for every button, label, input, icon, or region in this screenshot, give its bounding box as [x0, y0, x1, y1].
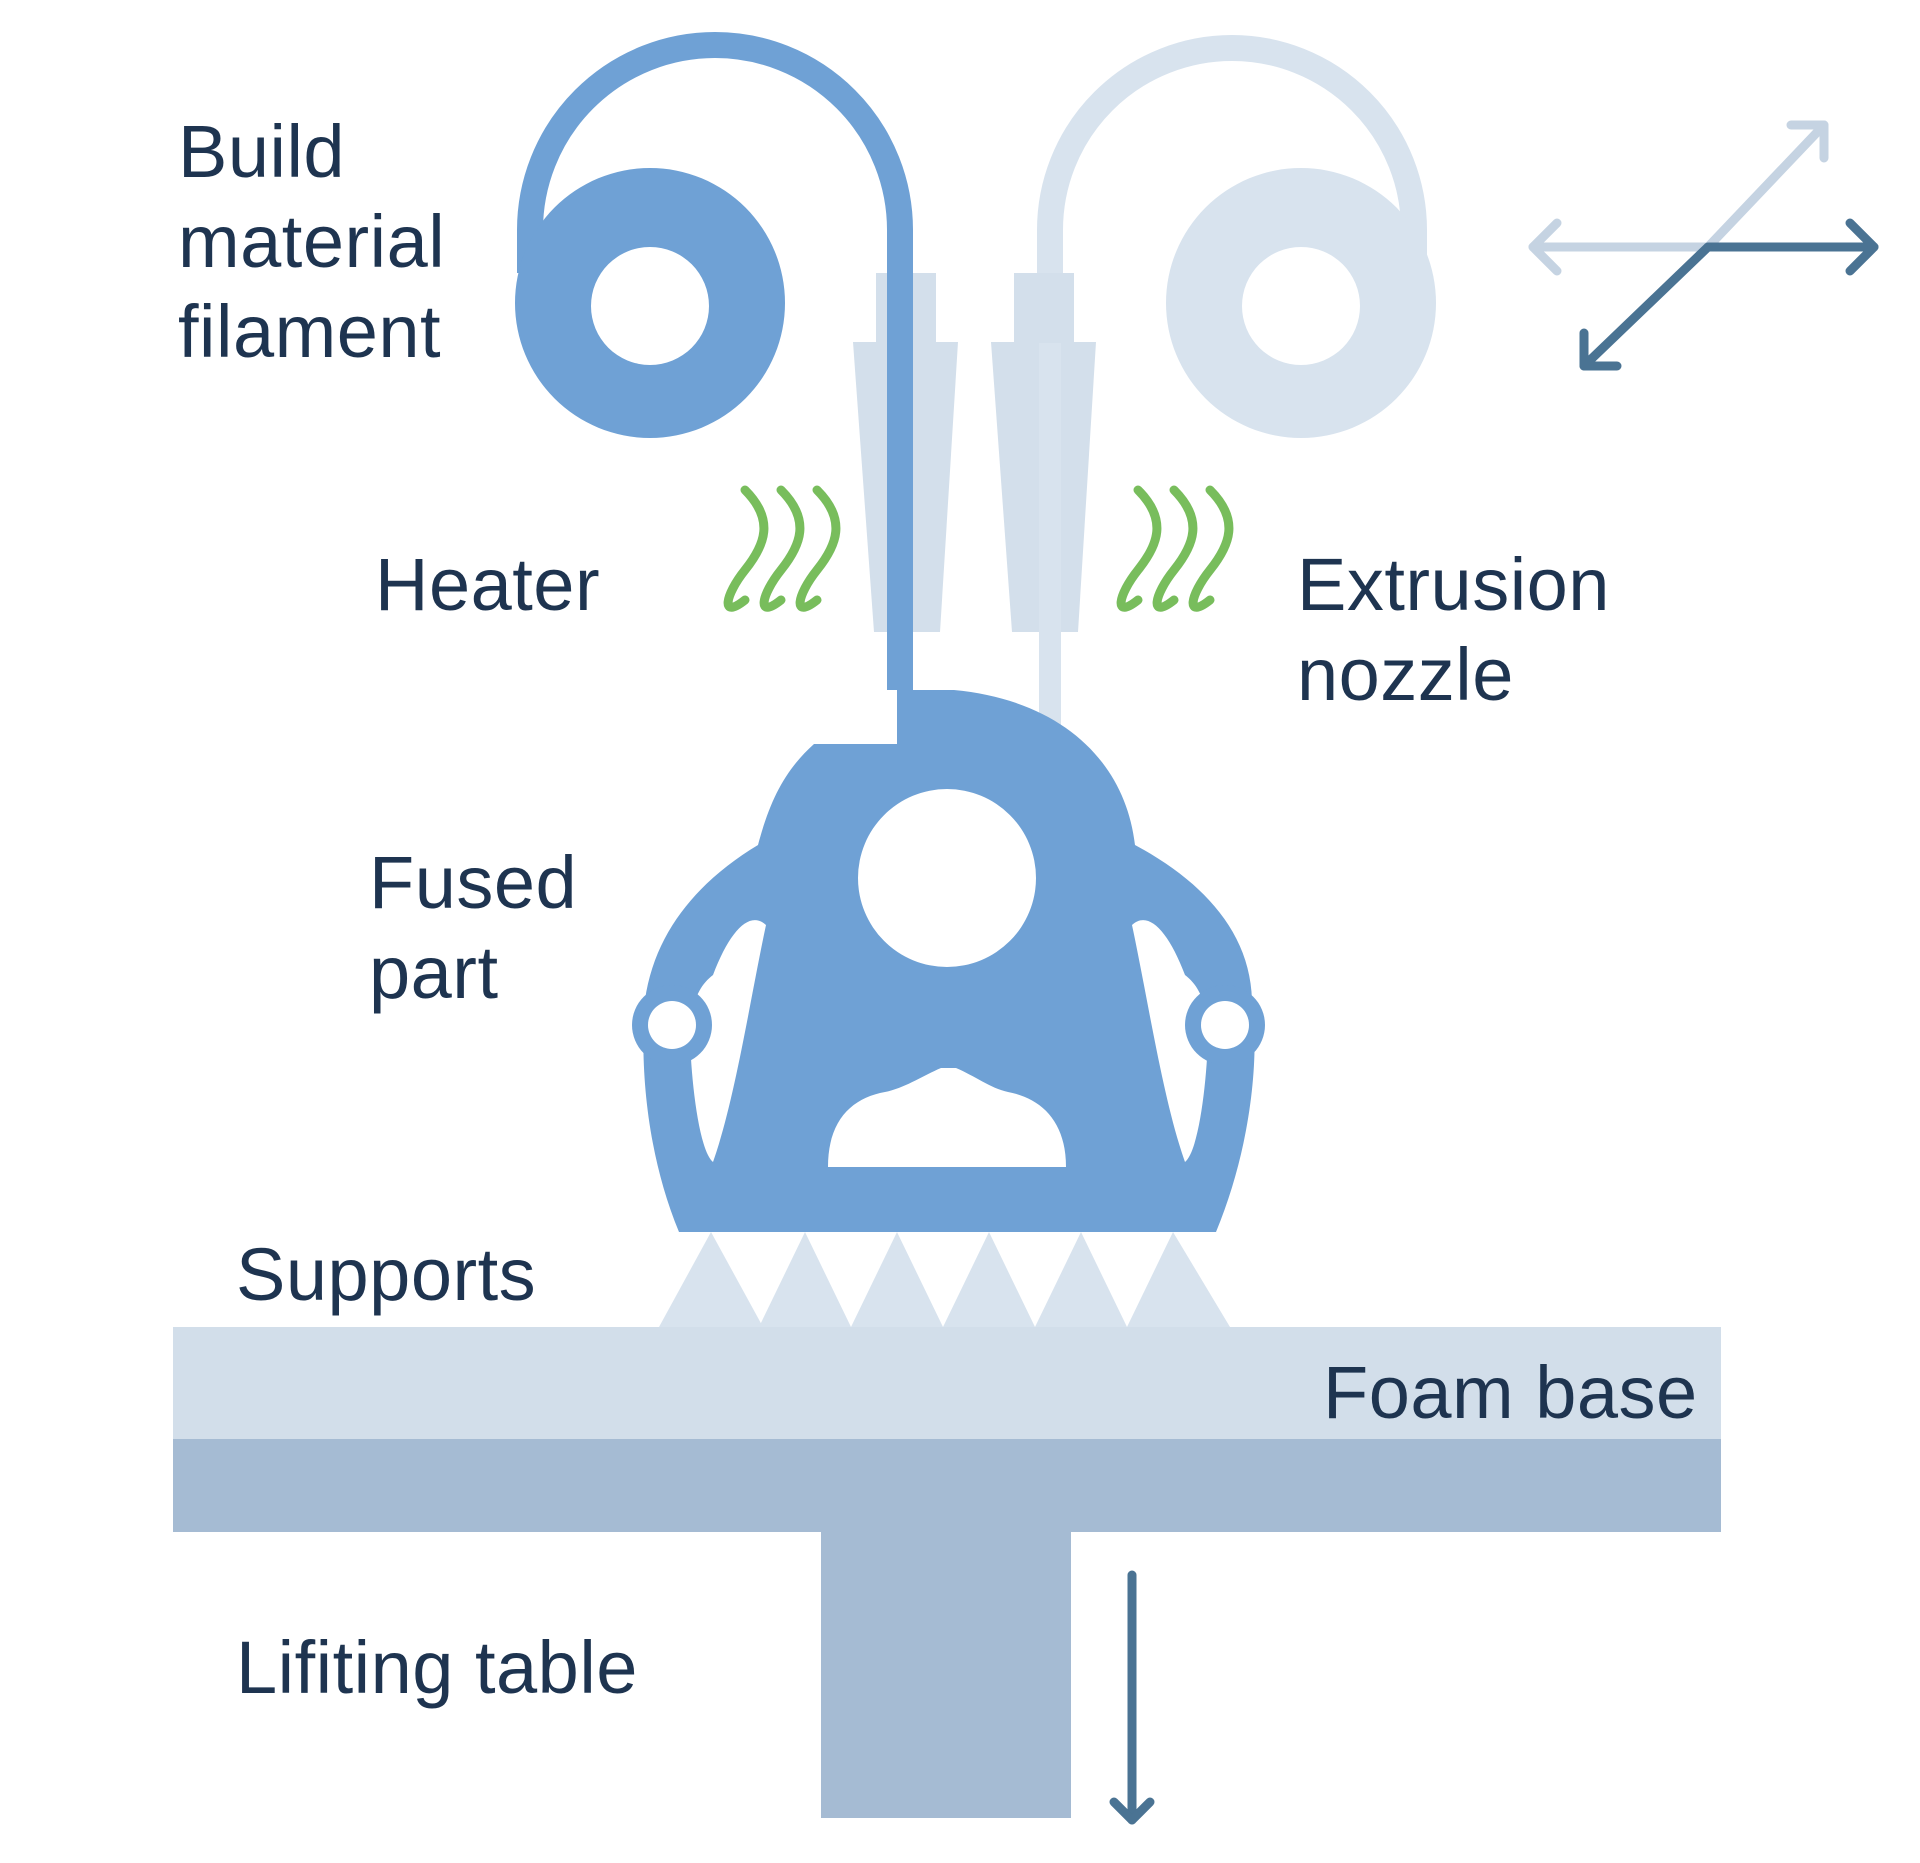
label-lifting-table: Lifiting table	[236, 1626, 638, 1709]
heat-wave	[795, 485, 841, 612]
label-build-material-line1: Build	[178, 110, 345, 193]
foam-base	[173, 1327, 1721, 1439]
label-supports: Supports	[236, 1233, 536, 1316]
fused-part	[632, 690, 1265, 1232]
support-spool-reel	[1166, 168, 1436, 438]
support-triangle	[943, 1232, 1035, 1327]
label-extrusion-nozzle-line2: nozzle	[1297, 633, 1514, 716]
down-arrow-head	[1109, 1797, 1155, 1825]
fused-part-left-knob-hole	[648, 1001, 696, 1049]
support-material-spool	[1037, 35, 1436, 438]
label-extrusion-nozzle-line1: Extrusion	[1297, 543, 1610, 626]
label-foam-base: Foam base	[1323, 1351, 1698, 1434]
label-fused-part-line2: part	[369, 931, 499, 1014]
dark-arrows	[1579, 218, 1879, 371]
build-spool-reel	[515, 168, 785, 438]
build-material-spool	[515, 32, 913, 690]
heat-wave	[1116, 485, 1162, 612]
fused-part-body	[643, 690, 1255, 1232]
support-triangle	[851, 1232, 943, 1327]
xy-motion-arrows-icon	[1528, 120, 1879, 371]
light-arrowhead-up-right	[1786, 120, 1829, 163]
supports	[659, 1232, 1230, 1327]
support-nozzle-top	[1014, 273, 1074, 343]
dark-arrowhead-right	[1845, 218, 1879, 276]
heat-wave	[1188, 485, 1234, 612]
heat-wave	[759, 485, 805, 612]
support-triangle	[1127, 1232, 1230, 1327]
lifting-table	[173, 1438, 1721, 1818]
light-diagonal-arrow	[1703, 120, 1829, 252]
labels: Build material filament Heater Extrusion…	[178, 110, 1698, 1709]
heat-wave	[723, 485, 769, 612]
lifting-table-top	[173, 1438, 1721, 1532]
support-filament	[1037, 35, 1427, 293]
support-triangle	[1035, 1232, 1127, 1327]
lifting-table-stem	[821, 1530, 1071, 1818]
support-triangle	[659, 1232, 763, 1327]
label-fused-part-line1: Fused	[369, 841, 577, 924]
heat-wave	[1152, 485, 1198, 612]
label-build-material-line2: material	[178, 200, 445, 283]
heat-waves-icon	[723, 485, 1234, 612]
label-heater: Heater	[375, 543, 600, 626]
dark-diagonal-arrow	[1579, 242, 1713, 371]
light-arrows	[1528, 120, 1829, 276]
label-build-material-line3: filament	[178, 290, 441, 373]
dark-arrowhead-down-left	[1579, 328, 1622, 371]
down-arrow-icon	[1109, 1570, 1155, 1825]
fused-part-right-knob-hole	[1201, 1001, 1249, 1049]
light-arrowhead-left	[1528, 218, 1562, 276]
support-triangle	[759, 1232, 851, 1327]
build-filament	[517, 32, 913, 690]
